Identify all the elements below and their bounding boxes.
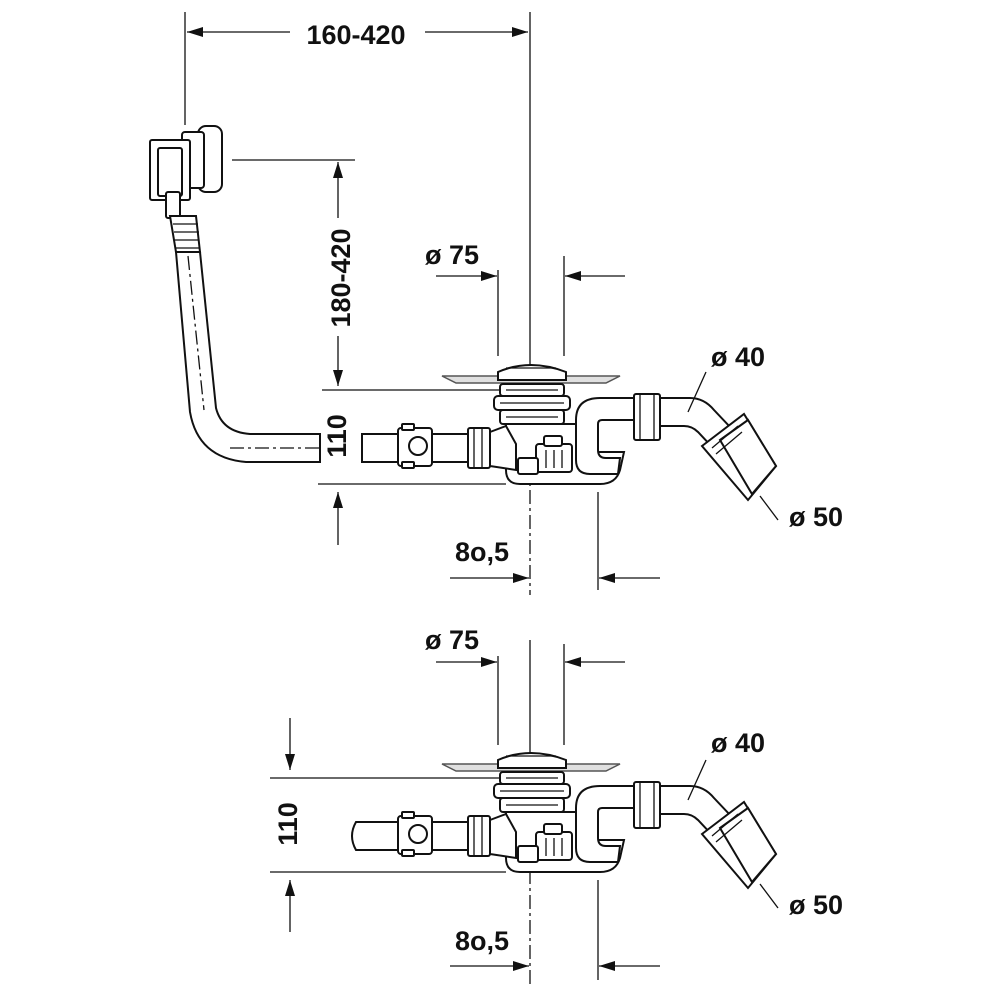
leader-line xyxy=(759,495,779,521)
dim-height-trap-label: 110 xyxy=(322,414,352,458)
leader-line xyxy=(687,759,707,801)
dim-diameter-connector-label: ø 50 xyxy=(789,502,843,532)
arrow-right-icon xyxy=(481,271,497,281)
pipe-center-line xyxy=(187,255,205,411)
dim-diameter-drain-label: ø 75 xyxy=(425,240,479,270)
overflow-pipe xyxy=(174,251,321,463)
label-mask xyxy=(322,218,356,336)
dim-diameter-drain-label: ø 75 xyxy=(425,625,479,655)
arrow-left-icon xyxy=(599,961,615,971)
dim-diameter-outlet-label: ø 40 xyxy=(711,342,765,372)
bottom-view: ø 75 110 ø 40 ø 50 8o,5 xyxy=(270,625,843,985)
drain-trap-assembly xyxy=(397,752,777,889)
inlet-pipe xyxy=(351,821,401,851)
leader-line xyxy=(687,371,707,413)
arrow-right-icon xyxy=(513,961,529,971)
arrow-up-icon xyxy=(333,162,343,178)
arrow-down-icon xyxy=(285,754,295,770)
leader-line xyxy=(759,883,779,909)
dim-diameter-connector-label: ø 50 xyxy=(789,890,843,920)
dim-height-overflow-label: 180-420 xyxy=(326,228,356,327)
arrow-up-icon xyxy=(333,492,343,508)
dim-diameter-outlet-label: ø 40 xyxy=(711,728,765,758)
dim-height-trap-label: 110 xyxy=(273,802,303,846)
arrow-left-icon xyxy=(599,573,615,583)
drain-trap-assembly xyxy=(397,364,777,501)
arrow-right-icon xyxy=(512,27,528,37)
dim-width-label: 160-420 xyxy=(306,20,405,50)
dim-offset-label: 8o,5 xyxy=(455,537,509,567)
arrow-up-icon xyxy=(285,880,295,896)
arrow-down-icon xyxy=(333,370,343,386)
top-view: 160-420 180-420 110 xyxy=(149,12,843,595)
overflow-fitting xyxy=(149,125,223,253)
arrow-left-icon xyxy=(187,27,203,37)
arrow-right-icon xyxy=(481,657,497,667)
connector-pipe xyxy=(361,433,403,463)
arrow-left-icon xyxy=(565,657,581,667)
arrow-left-icon xyxy=(565,271,581,281)
dim-offset-label: 8o,5 xyxy=(455,926,509,956)
arrow-right-icon xyxy=(513,573,529,583)
